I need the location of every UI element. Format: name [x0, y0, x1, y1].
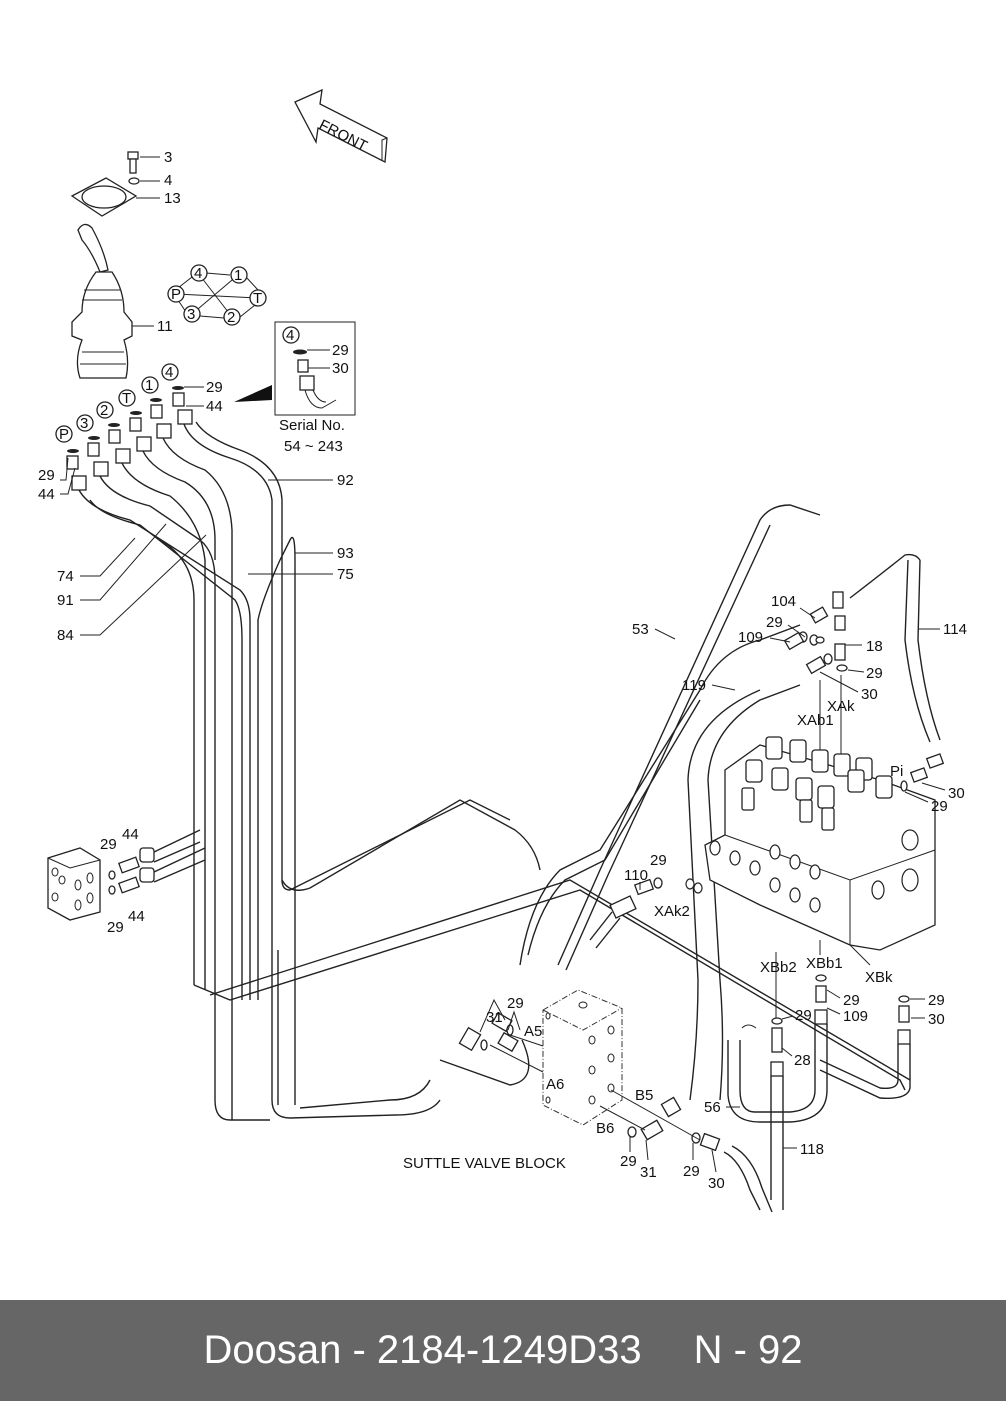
fitting-port-p: P — [59, 426, 69, 443]
shuttle-valve-block-title: SUTTLE VALVE BLOCK — [403, 1155, 566, 1172]
callout-74: 74 — [57, 568, 74, 585]
lower-valve-fittings — [727, 974, 911, 1210]
main-control-valve-icon — [685, 736, 936, 951]
fitting-port-4: 4 — [165, 364, 173, 381]
xak2-fittings — [589, 877, 663, 949]
front-arrow-icon: FRONT — [294, 88, 388, 164]
shuttle-valve-block-icon — [458, 989, 773, 1213]
callout-31-upper: 31 — [486, 1009, 503, 1026]
callout-92: 92 — [337, 472, 354, 489]
footer-part-number: 2184-1249D33 — [376, 1328, 642, 1372]
callout-30-pi: 30 — [948, 785, 965, 802]
fitting-port-3: 3 — [80, 415, 88, 432]
port-a6: A6 — [546, 1076, 564, 1093]
inset-caption-serial: Serial No. — [279, 417, 345, 434]
callout-31-lower: 31 — [640, 1164, 657, 1181]
callout-29-top: 29 — [206, 379, 223, 396]
callout-29-b5: 29 — [683, 1163, 700, 1180]
callout-18: 18 — [866, 638, 883, 655]
port-p-label: P — [171, 286, 181, 303]
callout-75: 75 — [337, 566, 354, 583]
pi-fittings — [900, 753, 945, 792]
callout-109-lower: 109 — [843, 1008, 868, 1025]
callout-53: 53 — [632, 621, 649, 638]
port-xbb2: XBb2 — [760, 959, 797, 976]
callout-44-left: 44 — [38, 486, 55, 503]
joystick-lever-11-icon — [71, 223, 133, 379]
port-4-label: 4 — [194, 265, 202, 282]
callout-110: 110 — [624, 867, 648, 884]
callout-29-block-lower: 29 — [107, 919, 124, 936]
inset-callout-30: 30 — [332, 360, 349, 377]
fitting-port-1: 1 — [145, 377, 153, 394]
port-xak2: XAk2 — [654, 903, 690, 920]
callout-29-left: 29 — [38, 467, 55, 484]
callout-28: 28 — [794, 1052, 811, 1069]
callout-118: 118 — [800, 1141, 824, 1158]
callout-56: 56 — [704, 1099, 721, 1116]
callout-29-b6: 29 — [620, 1153, 637, 1170]
washer-4-icon — [128, 177, 140, 185]
fitting-port-t: T — [122, 390, 131, 407]
callout-29-block-upper: 29 — [100, 836, 117, 853]
callout-13: 13 — [164, 190, 181, 207]
mounting-plate-13-icon — [70, 177, 138, 217]
port-b6: B6 — [596, 1120, 614, 1137]
callout-91: 91 — [57, 592, 74, 609]
callout-84: 84 — [57, 627, 74, 644]
callout-30-upper: 30 — [861, 686, 878, 703]
callout-4: 4 — [164, 172, 172, 189]
port-1-label: 1 — [234, 267, 242, 284]
callout-29-pi: 29 — [931, 798, 948, 815]
port-pattern: 4 1 P T 3 2 — [167, 264, 267, 326]
callout-11: 11 — [157, 318, 173, 335]
callout-114: 114 — [943, 621, 967, 638]
joystick-fittings: P 3 2 T 1 4 — [55, 363, 193, 491]
pilot-hose-bundle — [78, 421, 296, 1121]
port-a5: A5 — [524, 1023, 542, 1040]
port-xbb1: XBb1 — [806, 955, 843, 972]
footer-page-ref: N - 92 — [693, 1328, 803, 1372]
serial-inset: 4 29 30 Serial No. 54 ~ 243 — [274, 321, 356, 455]
port-xak: XAk — [827, 698, 855, 715]
callout-29-shuttle-upper: 29 — [507, 995, 524, 1012]
inset-pointer-icon — [234, 385, 272, 402]
bolt-3-icon — [127, 151, 139, 174]
fitting-port-2: 2 — [100, 402, 108, 419]
callout-93: 93 — [337, 545, 354, 562]
callout-29-xbb2: 29 — [795, 1007, 812, 1024]
hydraulic-parts-diagram: FRONT 3 4 13 11 4 1 P T 3 2 — [38, 88, 967, 1213]
callout-29-xak: 29 — [866, 665, 883, 682]
callout-119: 119 — [682, 677, 706, 694]
callout-30-b5: 30 — [708, 1175, 725, 1192]
callout-44-block-lower: 44 — [128, 908, 145, 925]
cross-hoses — [193, 504, 941, 1119]
left-manifold-block-icon — [47, 829, 206, 921]
callout-44-block-upper: 44 — [122, 826, 139, 843]
callout-29-xak2: 29 — [650, 852, 667, 869]
inset-port-label: 4 — [286, 327, 294, 344]
port-b5: B5 — [635, 1087, 653, 1104]
inset-caption-range: 54 ~ 243 — [284, 438, 343, 455]
port-t-label: T — [253, 290, 262, 307]
port-xab1: XAb1 — [797, 712, 834, 729]
callout-29-upper: 29 — [766, 614, 783, 631]
callout-29-xbb1: 29 — [843, 992, 860, 1009]
inset-callout-29: 29 — [332, 342, 349, 359]
footer-bar: Doosan - 2184-1249D33 N - 92 — [0, 1300, 1006, 1401]
port-pi: Pi — [890, 763, 903, 780]
port-xbk: XBk — [865, 969, 893, 986]
footer-brand: Doosan — [203, 1328, 342, 1372]
callout-29-xbk: 29 — [928, 992, 945, 1009]
callout-30-xbk: 30 — [928, 1011, 945, 1028]
callout-104: 104 — [771, 593, 796, 610]
footer-separator: - — [352, 1328, 366, 1372]
callout-3: 3 — [164, 149, 172, 166]
callout-109-upper: 109 — [738, 629, 763, 646]
port-2-label: 2 — [227, 309, 235, 326]
port-3-label: 3 — [187, 306, 195, 323]
callout-44-top: 44 — [206, 398, 223, 415]
upper-valve-fittings — [783, 591, 848, 675]
